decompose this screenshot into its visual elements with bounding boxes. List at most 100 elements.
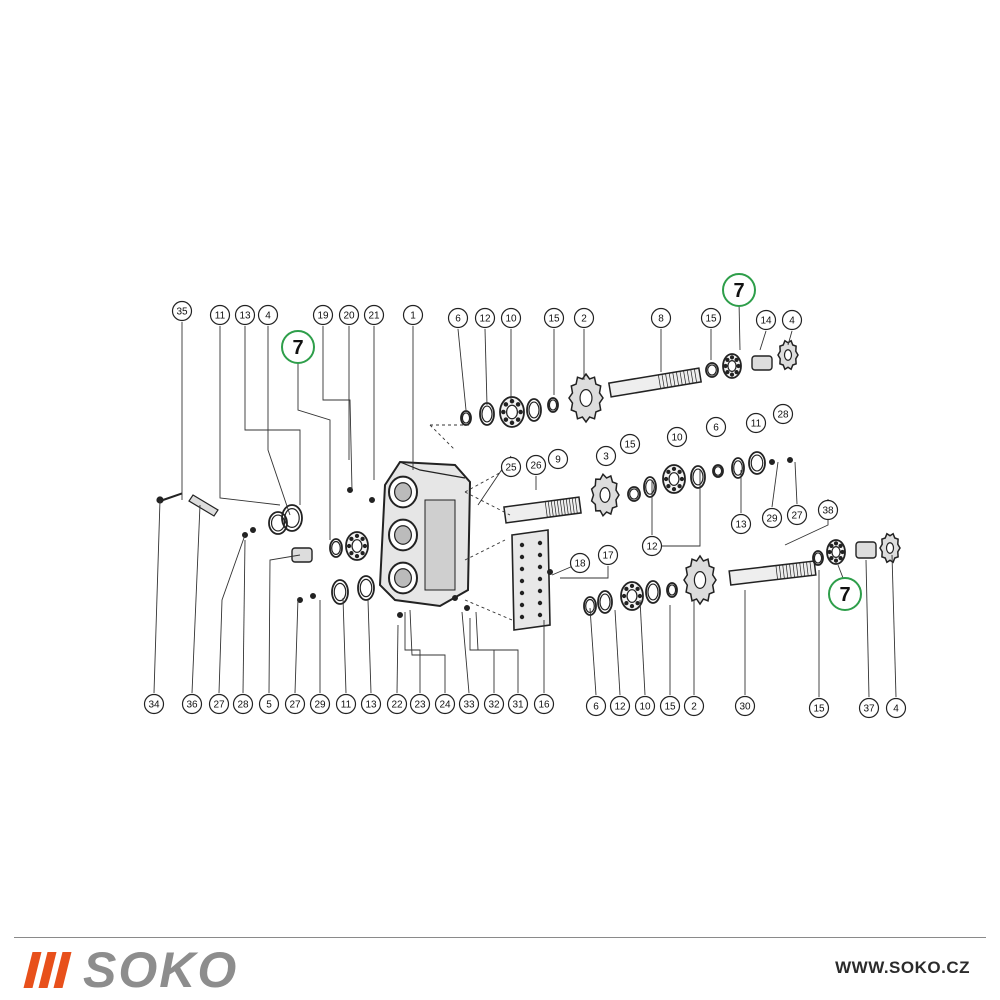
ring-icon [705, 362, 719, 378]
svg-text:7: 7 [733, 280, 744, 302]
callout-30: 30 [734, 695, 756, 717]
callout-11: 11 [335, 693, 357, 715]
callout-24: 24 [434, 693, 456, 715]
callout-32: 32 [483, 693, 505, 715]
leader-lines [153, 300, 897, 698]
highlight-callout-7: 7 [828, 577, 862, 611]
pin-icon [188, 494, 219, 517]
svg-text:19: 19 [317, 311, 329, 322]
svg-text:37: 37 [863, 704, 875, 715]
callout-29: 29 [761, 507, 783, 529]
ring-icon [268, 511, 288, 535]
parts-drawing [156, 339, 901, 631]
ring-icon [627, 486, 641, 502]
callout-34: 34 [143, 693, 165, 715]
callout-27: 27 [786, 504, 808, 526]
svg-text:23: 23 [414, 700, 426, 711]
footer: SOKO WWW.SOKO.CZ [0, 930, 1000, 1000]
svg-text:6: 6 [713, 423, 719, 434]
brand-name: SOKO [83, 942, 239, 998]
svg-text:11: 11 [215, 311, 226, 322]
ring-icon [547, 397, 559, 413]
ring-icon [460, 410, 472, 426]
callout-12: 12 [609, 695, 631, 717]
screw-icon [310, 592, 317, 599]
ring-icon [479, 402, 495, 426]
svg-text:2: 2 [691, 702, 697, 713]
callout-12: 12 [641, 535, 663, 557]
screw-icon [546, 568, 553, 575]
callout-4: 4 [257, 304, 279, 326]
screw-icon [786, 457, 793, 464]
svg-text:6: 6 [455, 314, 461, 325]
screw-icon [347, 487, 354, 494]
ring-icon [645, 580, 661, 604]
callout-4: 4 [781, 309, 803, 331]
svg-text:24: 24 [439, 700, 451, 711]
svg-text:2: 2 [581, 314, 587, 325]
svg-text:16: 16 [538, 700, 550, 711]
svg-text:28: 28 [777, 410, 789, 421]
callout-38: 38 [817, 499, 839, 521]
highlight-callout-7: 7 [281, 330, 315, 364]
screw-icon [250, 526, 257, 533]
cover-plate-icon [511, 529, 551, 631]
bearing-icon [826, 539, 846, 565]
svg-text:13: 13 [239, 311, 251, 322]
callout-27: 27 [284, 693, 306, 715]
svg-text:6: 6 [593, 702, 599, 713]
screw-icon [464, 604, 471, 611]
footer-divider [14, 937, 986, 938]
gear-icon [879, 532, 901, 564]
ring-icon [748, 451, 766, 475]
callout-9: 9 [547, 448, 569, 470]
bearing-icon [722, 353, 742, 379]
ring-icon [731, 457, 745, 479]
callout-6: 6 [447, 307, 469, 329]
callout-21: 21 [363, 304, 385, 326]
svg-text:11: 11 [341, 700, 352, 711]
svg-text:34: 34 [148, 700, 160, 711]
svg-text:28: 28 [237, 700, 249, 711]
ring-icon [357, 575, 375, 601]
callout-3: 3 [595, 445, 617, 467]
callout-1: 1 [402, 304, 424, 326]
callout-29: 29 [309, 693, 331, 715]
ring-icon [331, 579, 349, 605]
svg-text:4: 4 [893, 704, 899, 715]
svg-text:12: 12 [614, 702, 626, 713]
svg-text:12: 12 [646, 542, 658, 553]
svg-text:18: 18 [574, 559, 586, 570]
svg-text:32: 32 [488, 700, 500, 711]
callout-6: 6 [705, 416, 727, 438]
bolt-icon [156, 492, 183, 504]
screw-icon [397, 611, 404, 618]
bearing-icon [499, 396, 525, 428]
ring-icon [597, 590, 613, 614]
logo-bars-icon [23, 952, 72, 988]
svg-text:17: 17 [602, 551, 614, 562]
svg-text:3: 3 [603, 452, 609, 463]
ring-icon [281, 504, 303, 532]
svg-text:27: 27 [289, 700, 301, 711]
callout-6: 6 [585, 695, 607, 717]
callout-10: 10 [500, 307, 522, 329]
svg-text:35: 35 [176, 307, 188, 318]
bushing-icon [291, 355, 877, 563]
svg-text:27: 27 [213, 700, 225, 711]
callout-15: 15 [808, 697, 830, 719]
website-url[interactable]: WWW.SOKO.CZ [835, 958, 970, 977]
callout-25: 25 [500, 456, 522, 478]
screw-icon [768, 459, 775, 466]
callout-10: 10 [666, 426, 688, 448]
callout-15: 15 [619, 433, 641, 455]
gear-icon [568, 372, 604, 424]
callout-2: 2 [573, 307, 595, 329]
callout-31: 31 [507, 693, 529, 715]
callout-28: 28 [772, 403, 794, 425]
callout-2: 2 [683, 695, 705, 717]
callout-27: 27 [208, 693, 230, 715]
callout-37: 37 [858, 697, 880, 719]
